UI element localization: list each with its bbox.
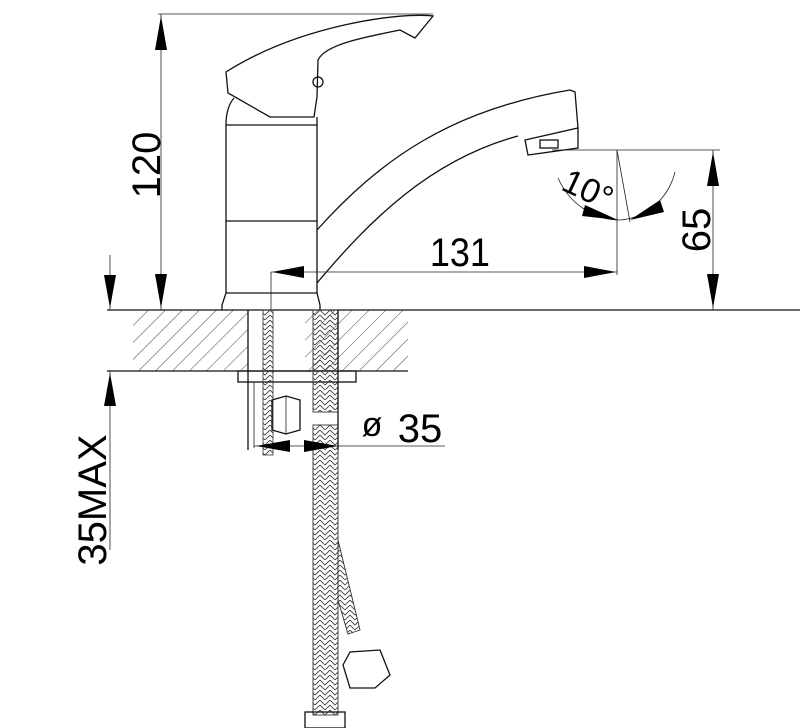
supply-hose — [304, 309, 391, 728]
mounting-hardware — [237, 309, 357, 456]
reach-dimension: 131 — [270, 150, 618, 310]
spout-height-dimension: 65 — [552, 149, 720, 310]
spout-angle-dimension: 10° — [556, 149, 676, 223]
spout-height-label: 65 — [675, 208, 719, 253]
spout — [316, 89, 579, 284]
lever-handle — [225, 14, 435, 118]
reach-label: 131 — [430, 231, 490, 275]
faucet-body — [221, 97, 321, 310]
angle-label: 10° — [556, 162, 619, 218]
countertop-thickness-dimension: 35MAX — [71, 255, 116, 566]
countertop-max-label: 35MAX — [71, 434, 115, 565]
height-label: 120 — [125, 132, 169, 199]
countertop — [107, 309, 800, 372]
height-dimension: 120 — [125, 13, 433, 310]
handle-screw — [312, 76, 324, 88]
diameter-label: 35 — [398, 407, 443, 451]
hole-diameter-dimension: ø 35 — [253, 382, 445, 452]
diameter-symbol: ø — [362, 406, 383, 444]
